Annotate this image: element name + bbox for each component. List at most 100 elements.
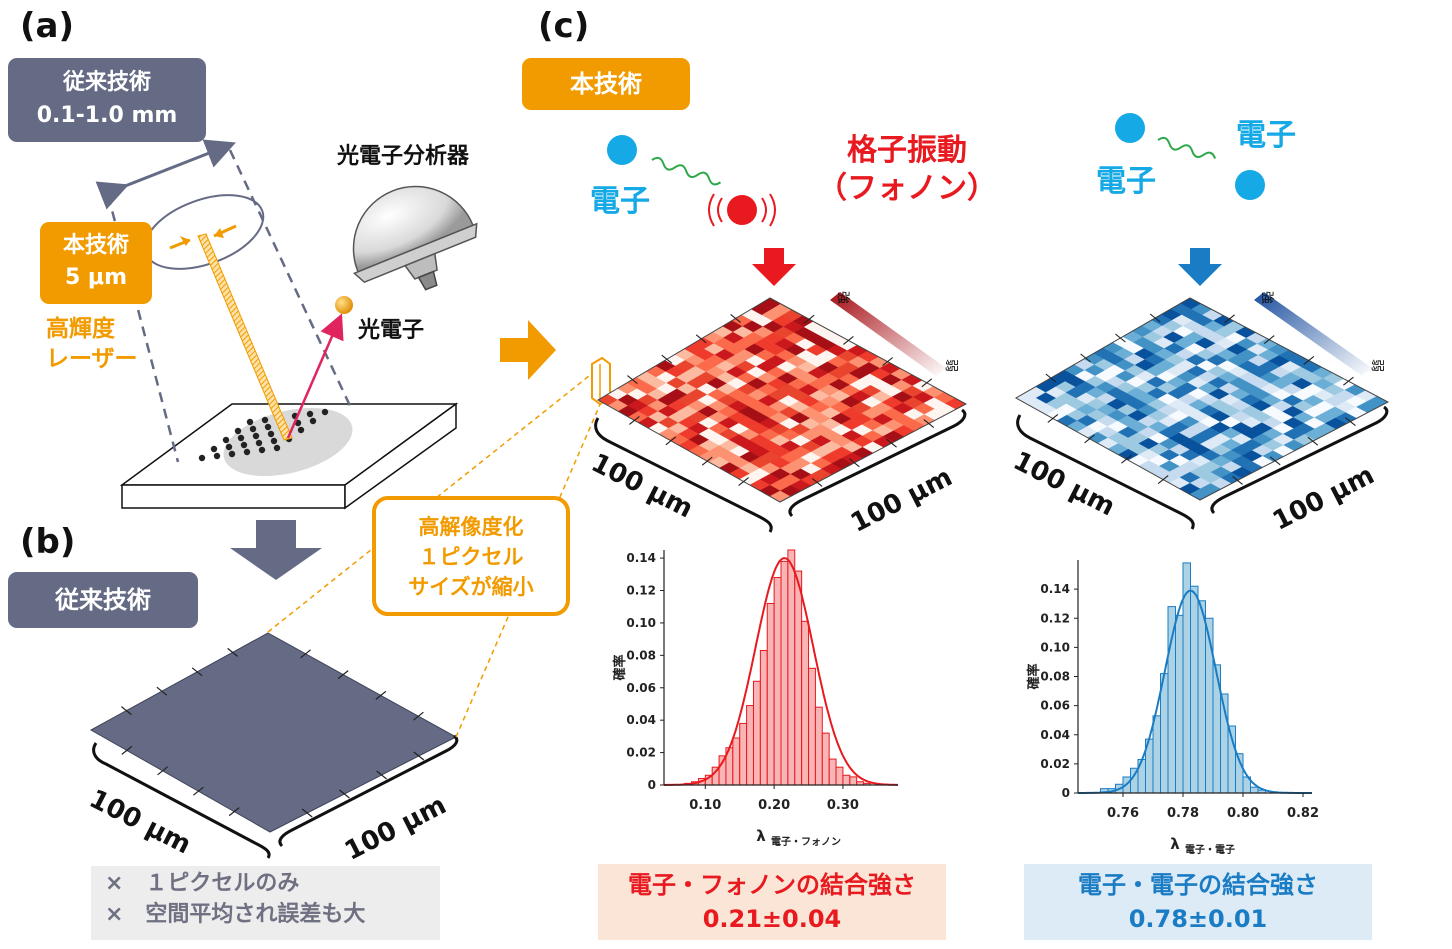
axis-tick [849, 458, 860, 468]
laser-label-line-1: 高輝度 [46, 316, 115, 342]
down-arrow-a-to-b [230, 520, 322, 580]
electron-electron-result-title: 電子・電子の結合強さ [1078, 871, 1318, 899]
histogram-bar [835, 766, 844, 786]
down-arrow-phonon [752, 248, 796, 286]
electron-electron-result-box: 電子・電子の結合強さ 0.78±0.01 [1024, 864, 1372, 940]
heatmap-border [596, 297, 968, 503]
callout-line: サイズが縮小 [408, 575, 534, 599]
resolution-callout: 高解像度化 １ピクセル サイズが縮小 [372, 496, 570, 616]
axis-tick [803, 314, 815, 324]
kde-curve [1078, 589, 1312, 794]
beam-edge-right [228, 149, 354, 411]
y-tick-label: 0 [648, 778, 656, 792]
panel-b-single-pixel-map [89, 632, 459, 859]
histogram-bar [842, 774, 851, 786]
kde-curve [664, 557, 898, 786]
histogram-bar [780, 560, 789, 786]
electron-side-label-2: 電子 [1096, 164, 1156, 199]
axis-tick [701, 456, 713, 466]
electron-icon [607, 135, 637, 165]
y-tick-label: 0.14 [1040, 582, 1070, 596]
red-colorbar-weak-label: 弱 [943, 358, 959, 373]
y-tick-label: 0.12 [1040, 611, 1070, 625]
sample-dot [297, 426, 305, 434]
y-tick-label: 0.12 [626, 584, 656, 598]
electron-electron-coupling-map [1014, 297, 1390, 501]
blue-map-dimension-brackets [1016, 405, 1389, 530]
down-arrow-electron [1178, 248, 1222, 286]
histogram-bar [1250, 786, 1259, 794]
red-map-dimension-brackets [594, 408, 967, 533]
axis-tick [301, 808, 313, 818]
histogram-bar [814, 706, 823, 786]
axis-tick [627, 375, 638, 385]
photoelectron-icon [335, 296, 353, 314]
axis-tick [1269, 456, 1281, 466]
electron-side-label-1: 電子 [1236, 118, 1296, 153]
electron-phonon-result-value: 0.21±0.04 [702, 905, 842, 933]
histogram-bar [828, 758, 837, 786]
panel-b-tag: 従来技術 [8, 572, 198, 628]
axis-tick [695, 334, 707, 344]
y-tick-label: 0.04 [1040, 728, 1070, 742]
axis-tick [339, 789, 350, 799]
x-tick-label: 0.76 [1107, 806, 1139, 821]
beam-size-arrow [95, 139, 236, 210]
histogram-bar [849, 776, 858, 786]
y-tick-label: 0.10 [626, 616, 656, 630]
photoelectron-label: 光電子 [358, 318, 425, 343]
histogram-bar [808, 667, 816, 786]
electron-icon-2 [1235, 170, 1265, 200]
histogram-bar [1160, 673, 1169, 794]
conventional-tag-value: 0.1-1.0 mm [36, 103, 178, 128]
x-tick-label: 0.20 [758, 798, 790, 813]
electron-phonon-result-box: 電子・フォノンの結合強さ 0.21±0.04 [598, 864, 946, 940]
sample-dot [306, 410, 314, 418]
sample-dot [210, 445, 218, 453]
phonon-label: 格子振動 （フォノン） [812, 132, 1002, 208]
narrow-laser-beam [197, 233, 293, 441]
axis-tick [1263, 335, 1275, 345]
phonon-label-line-1: 格子振動 [847, 133, 967, 168]
y-tick-label: 0.08 [1040, 670, 1070, 684]
sample-dot [321, 408, 329, 416]
beam-edge-left [106, 194, 180, 463]
y-axis-label: 確率 [1026, 663, 1042, 689]
x-tick-label: 0.80 [1227, 806, 1259, 821]
sample-dot [309, 417, 317, 425]
histogram-bar [752, 680, 761, 786]
sample-dot [234, 427, 242, 435]
x-tick-label: 0.78 [1167, 806, 1199, 821]
conventional-tag-title: 従来技術 [62, 70, 151, 95]
analyzer-label: 光電子分析器 [337, 144, 470, 169]
axis-tick [193, 786, 204, 796]
axis-tick [413, 711, 424, 721]
axis-tick [811, 477, 823, 487]
y-tick-label: 0 [1062, 786, 1070, 800]
axis-tick [1121, 454, 1132, 464]
electron-phonon-coupling-map [596, 297, 968, 503]
axis-tick [121, 706, 132, 716]
callout-line: １ピクセル [418, 545, 524, 569]
sample-dot [228, 450, 236, 458]
axis-tick [921, 378, 933, 388]
conventional-drawbacks-box: × １ピクセルのみ × 空間平均され誤差も大 [91, 866, 440, 940]
axis-tick [661, 354, 673, 364]
electron-phonon-result-title: 電子・フォノンの結合強さ [628, 871, 916, 899]
panel-c-tag: 本技術 [522, 58, 690, 110]
phonon-label-line-2: （フォノン） [817, 171, 997, 206]
panel-label-c: (c) [538, 6, 590, 46]
axis-tick [1045, 373, 1057, 383]
x-tick-label: 0.30 [827, 798, 859, 813]
sample-dot [246, 418, 254, 426]
sample-dot [240, 441, 248, 449]
y-tick-label: 0.10 [1040, 640, 1070, 654]
axis-tick [1084, 434, 1095, 444]
axis-tick [1149, 313, 1161, 323]
red-colorbar [830, 292, 946, 376]
x-axis-label: λ [1170, 835, 1180, 853]
sample-dot [270, 437, 278, 445]
axis-tick [1157, 475, 1169, 485]
